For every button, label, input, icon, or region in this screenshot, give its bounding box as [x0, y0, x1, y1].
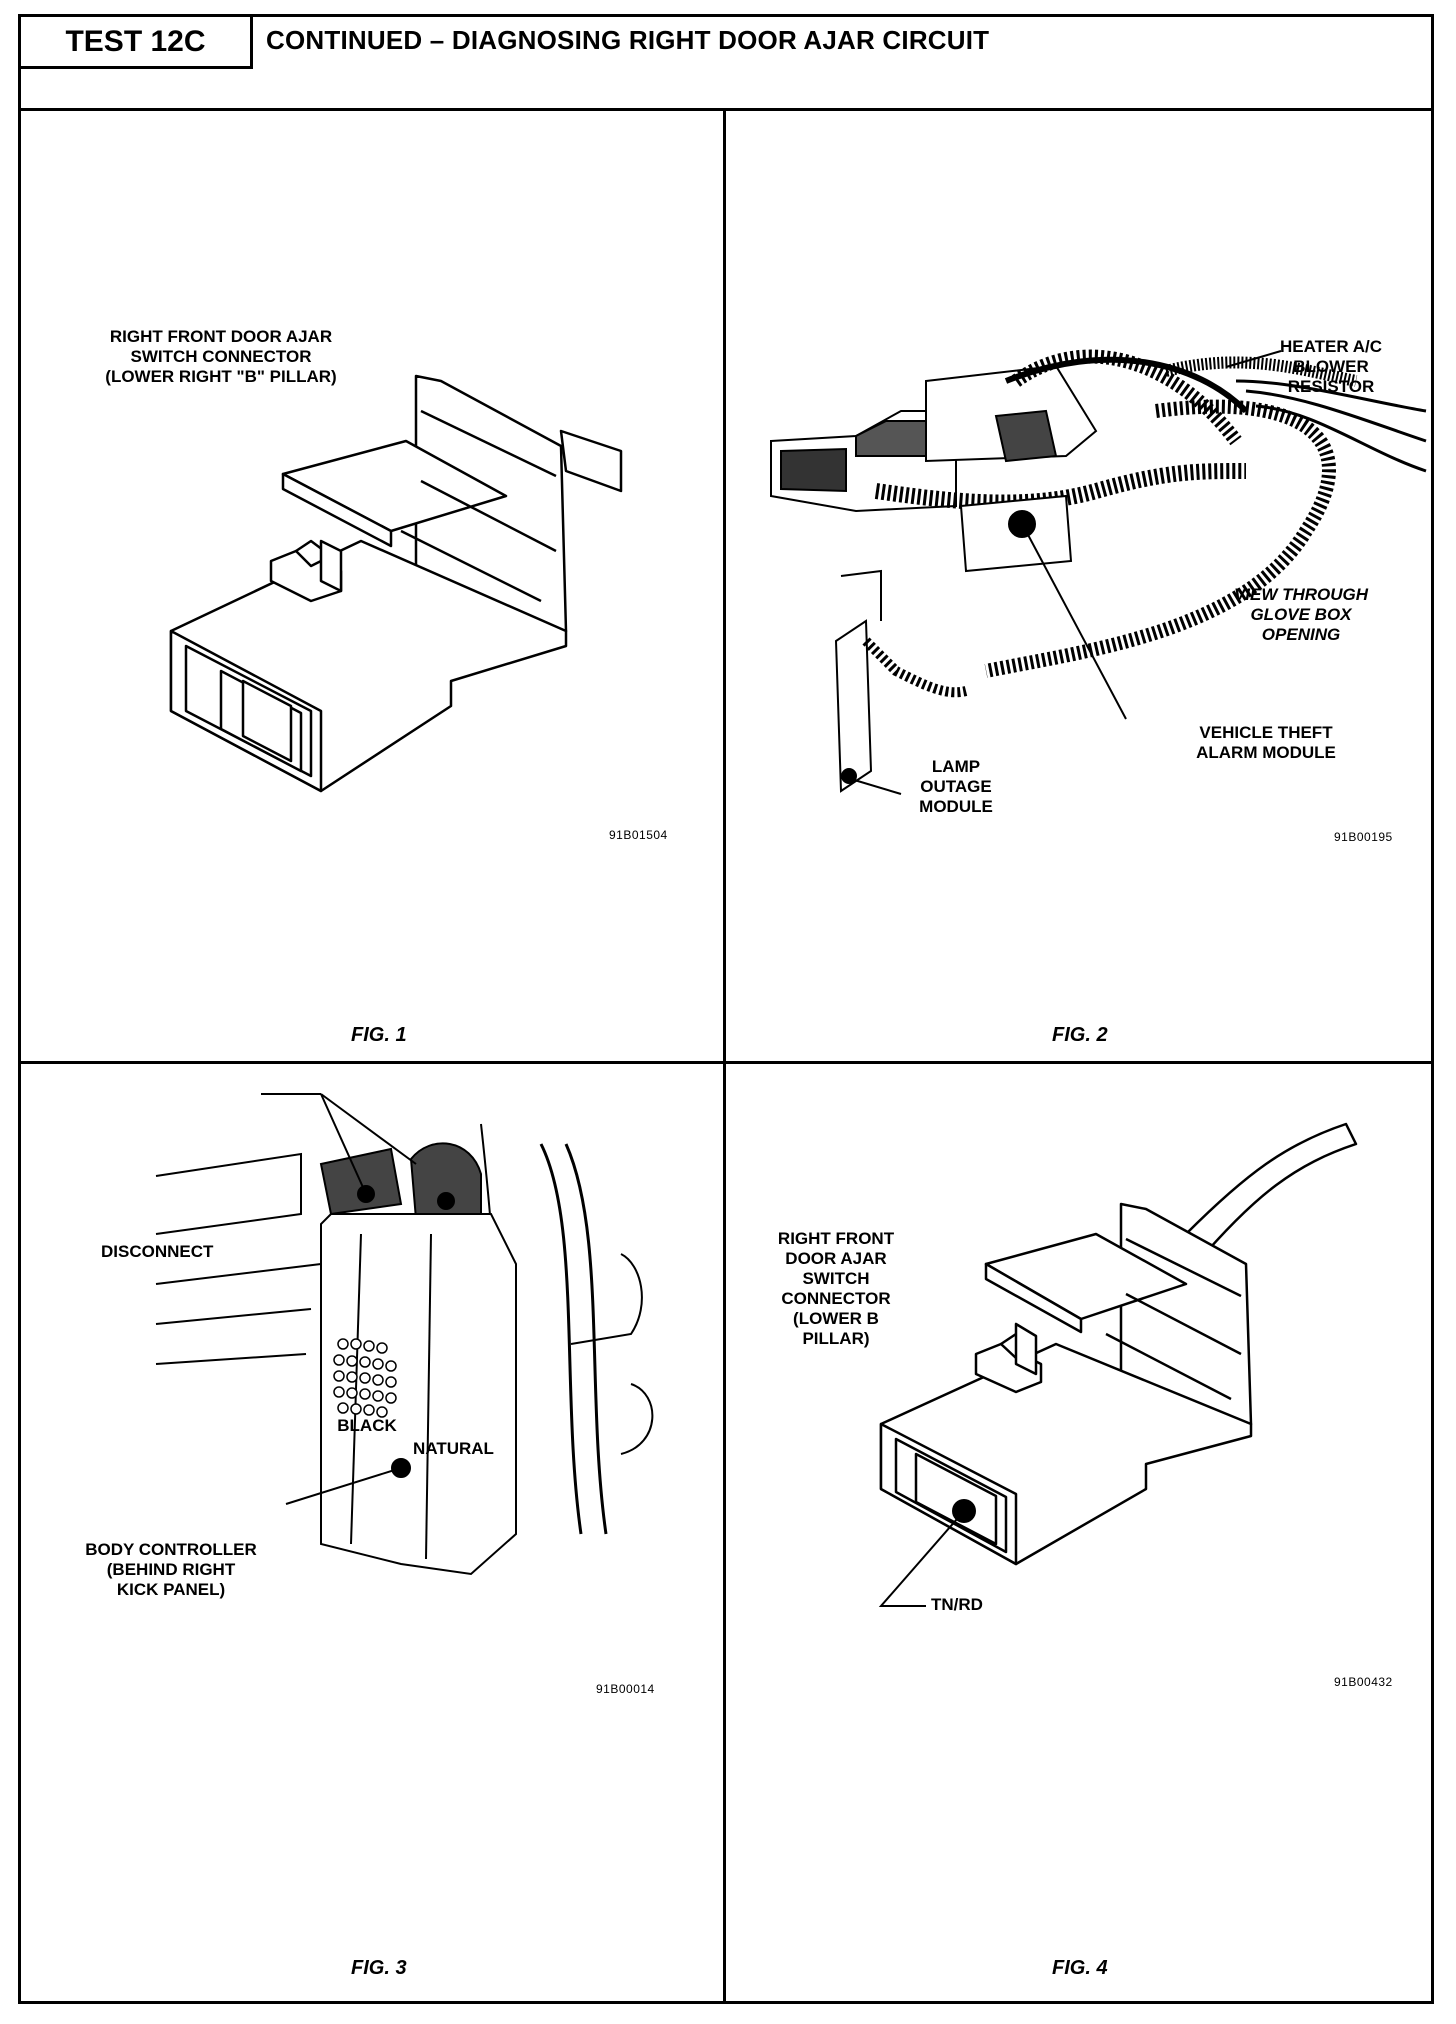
fig2-label-line: MODULE — [919, 797, 993, 816]
figure-1-panel: RIGHT FRONT DOOR AJAR SWITCH CONNECTOR (… — [21, 111, 723, 1061]
figure-grid: RIGHT FRONT DOOR AJAR SWITCH CONNECTOR (… — [21, 111, 1431, 2004]
body-controller-illustration — [155, 1093, 654, 1576]
fig2-label-line: VIEW THROUGH — [1233, 585, 1369, 604]
fig4-label-line: (LOWER B — [793, 1309, 879, 1328]
fig2-label-line: BLOWER — [1293, 357, 1369, 376]
divider-horizontal — [21, 1061, 1431, 1064]
fig2-label-line: LAMP — [931, 757, 981, 776]
figure-3-panel: DISCONNECT BLACK NATURAL BODY CONTROLLER… — [21, 1064, 723, 2004]
connector-illustration — [878, 1122, 1358, 1607]
fig2-label-line: OUTAGE — [920, 777, 992, 796]
fig4-label-line: CONNECTOR — [781, 1289, 891, 1308]
fig3-natural-label: NATURAL — [413, 1439, 494, 1458]
connector-illustration — [169, 374, 623, 793]
fig2-label-line: OPENING — [1261, 625, 1341, 644]
fig4-caption: FIG. 4 — [1052, 1957, 1108, 1979]
fig1-caption: FIG. 1 — [351, 1024, 407, 1046]
fig2-label-line: ALARM MODULE — [1196, 743, 1336, 762]
fig2-lamp-label: LAMP OUTAGE MODULE — [906, 757, 1006, 817]
divider-vertical — [723, 111, 726, 2004]
fig2-caption: FIG. 2 — [1052, 1024, 1108, 1046]
fig3-body-label: BODY CONTROLLER (BEHIND RIGHT KICK PANEL… — [61, 1540, 281, 1600]
fig3-code: 91B00014 — [596, 1682, 655, 1696]
fig4-label-line: DOOR AJAR — [785, 1249, 887, 1268]
fig3-label-line: KICK PANEL) — [116, 1580, 226, 1599]
harness-illustration — [770, 349, 1427, 795]
figure-2-panel: HEATER A/C BLOWER RESISTOR VIEW THROUGH … — [726, 111, 1437, 1061]
fig3-black-label: BLACK — [337, 1416, 397, 1435]
fig1-label: RIGHT FRONT DOOR AJAR SWITCH CONNECTOR (… — [76, 327, 366, 387]
figure-4-panel: RIGHT FRONT DOOR AJAR SWITCH CONNECTOR (… — [726, 1064, 1437, 2004]
fig2-label-line: GLOVE BOX — [1250, 605, 1352, 624]
header: TEST 12C CONTINUED – DIAGNOSING RIGHT DO… — [21, 17, 1431, 111]
fig2-view-label: VIEW THROUGH GLOVE BOX OPENING — [1191, 585, 1411, 645]
fig4-label-line: SWITCH — [802, 1269, 870, 1288]
fig3-caption: FIG. 3 — [351, 1957, 407, 1979]
fig2-theft-label: VEHICLE THEFT ALARM MODULE — [1156, 723, 1376, 763]
fig2-label-line: RESISTOR — [1287, 377, 1375, 396]
fig1-label-line: SWITCH CONNECTOR — [130, 347, 312, 366]
page-frame: TEST 12C CONTINUED – DIAGNOSING RIGHT DO… — [18, 14, 1434, 2004]
page-title: CONTINUED – DIAGNOSING RIGHT DOOR AJAR C… — [266, 25, 990, 55]
fig3-label-line: BODY CONTROLLER — [85, 1540, 257, 1559]
fig2-label-line: HEATER A/C — [1280, 337, 1382, 356]
test-label: TEST 12C — [21, 17, 253, 69]
fig2-code: 91B00195 — [1334, 830, 1393, 844]
fig2-label-line: VEHICLE THEFT — [1199, 723, 1333, 742]
fig3-disconnect-label: DISCONNECT — [101, 1242, 214, 1261]
fig4-label-line: RIGHT FRONT — [777, 1229, 895, 1248]
fig1-label-line: (LOWER RIGHT "B" PILLAR) — [105, 367, 337, 386]
fig4-label: RIGHT FRONT DOOR AJAR SWITCH CONNECTOR (… — [756, 1229, 916, 1349]
fig4-wire-label: TN/RD — [931, 1595, 983, 1614]
fig4-label-line: PILLAR) — [802, 1329, 870, 1348]
fig1-label-line: RIGHT FRONT DOOR AJAR — [109, 327, 333, 346]
fig4-code: 91B00432 — [1334, 1675, 1393, 1689]
fig2-heater-label: HEATER A/C BLOWER RESISTOR — [1246, 337, 1416, 397]
fig3-label-line: (BEHIND RIGHT — [106, 1560, 236, 1579]
fig1-code: 91B01504 — [609, 828, 668, 842]
